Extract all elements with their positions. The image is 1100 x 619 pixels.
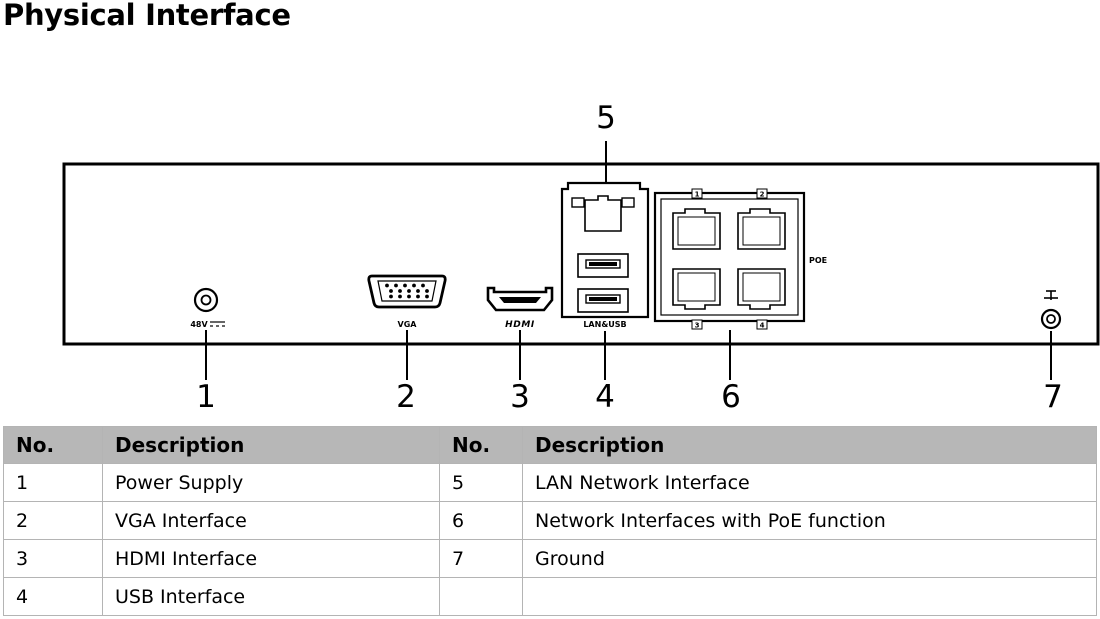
table-cell: 5 (439, 463, 523, 502)
svg-text:2: 2 (760, 191, 765, 199)
poe-port-number: 1 (691, 188, 703, 199)
vga-port-icon: VGA (367, 274, 447, 329)
svg-text:1: 1 (695, 191, 700, 199)
table-cell: VGA Interface (102, 501, 440, 540)
ground-icon (1040, 290, 1062, 330)
table-cell: 4 (3, 577, 103, 616)
lan-usb-group: LAN&USB (560, 181, 650, 329)
table-row: 4 USB Interface (3, 577, 1097, 616)
dc-power-jack-icon: 48V (190, 287, 225, 329)
table-row: 1 Power Supply 5 LAN Network Interface (3, 463, 1097, 502)
table-header-row: No. Description No. Description (3, 426, 1097, 464)
poe-port-number: 3 (691, 319, 703, 330)
table-cell: Network Interfaces with PoE function (522, 501, 1097, 540)
svg-text:4: 4 (760, 322, 765, 330)
callout-number-5: 5 (596, 100, 616, 136)
callout-number-4: 4 (595, 379, 615, 415)
column-header-no: No. (439, 426, 523, 464)
table-cell: 1 (3, 463, 103, 502)
callout-number-2: 2 (396, 379, 416, 415)
table-row: 3 HDMI Interface 7 Ground (3, 539, 1097, 578)
lan-usb-label: LAN&USB (583, 320, 626, 329)
callout-number-6: 6 (721, 379, 741, 415)
callout-number-1: 1 (196, 379, 216, 415)
power-label: 48V (190, 320, 208, 329)
hdmi-label: HDMI (505, 320, 535, 330)
table-cell: 2 (3, 501, 103, 540)
rj45-port-icon (672, 268, 721, 310)
table-cell: Power Supply (102, 463, 440, 502)
page-title: Physical Interface (3, 0, 291, 32)
rj45-port-icon (737, 208, 786, 250)
usb-port-icon (577, 288, 629, 313)
column-header-no: No. (3, 426, 103, 464)
table-cell: LAN Network Interface (522, 463, 1097, 502)
callout-number-3: 3 (510, 379, 530, 415)
svg-text:3: 3 (695, 322, 700, 330)
usb-port-icon (577, 253, 629, 278)
poe-port-group: 1 2 3 4 POE (653, 188, 827, 330)
table-cell: USB Interface (102, 577, 440, 616)
vga-label: VGA (398, 320, 418, 329)
table-cell (522, 577, 1097, 616)
poe-label: POE (809, 256, 827, 265)
callout-number-7: 7 (1043, 379, 1063, 415)
column-header-description: Description (522, 426, 1097, 464)
hdmi-port-icon: HDMI (486, 286, 554, 330)
table-cell: Ground (522, 539, 1097, 578)
table-cell: HDMI Interface (102, 539, 440, 578)
table-cell: 6 (439, 501, 523, 540)
device-body (62, 162, 1100, 346)
poe-port-number: 2 (756, 188, 768, 199)
table-cell: 3 (3, 539, 103, 578)
rj45-port-icon (672, 208, 721, 250)
rj45-port-icon (571, 195, 635, 232)
table-row: 2 VGA Interface 6 Network Interfaces wit… (3, 501, 1097, 540)
interface-table: No. Description No. Description 1 Power … (3, 426, 1097, 616)
rj45-port-icon (737, 268, 786, 310)
rear-panel-diagram: 48V VGA HDMI (62, 100, 1100, 415)
table-cell: 7 (439, 539, 523, 578)
column-header-description: Description (102, 426, 440, 464)
poe-port-number: 4 (756, 319, 768, 330)
table-cell (439, 577, 523, 616)
